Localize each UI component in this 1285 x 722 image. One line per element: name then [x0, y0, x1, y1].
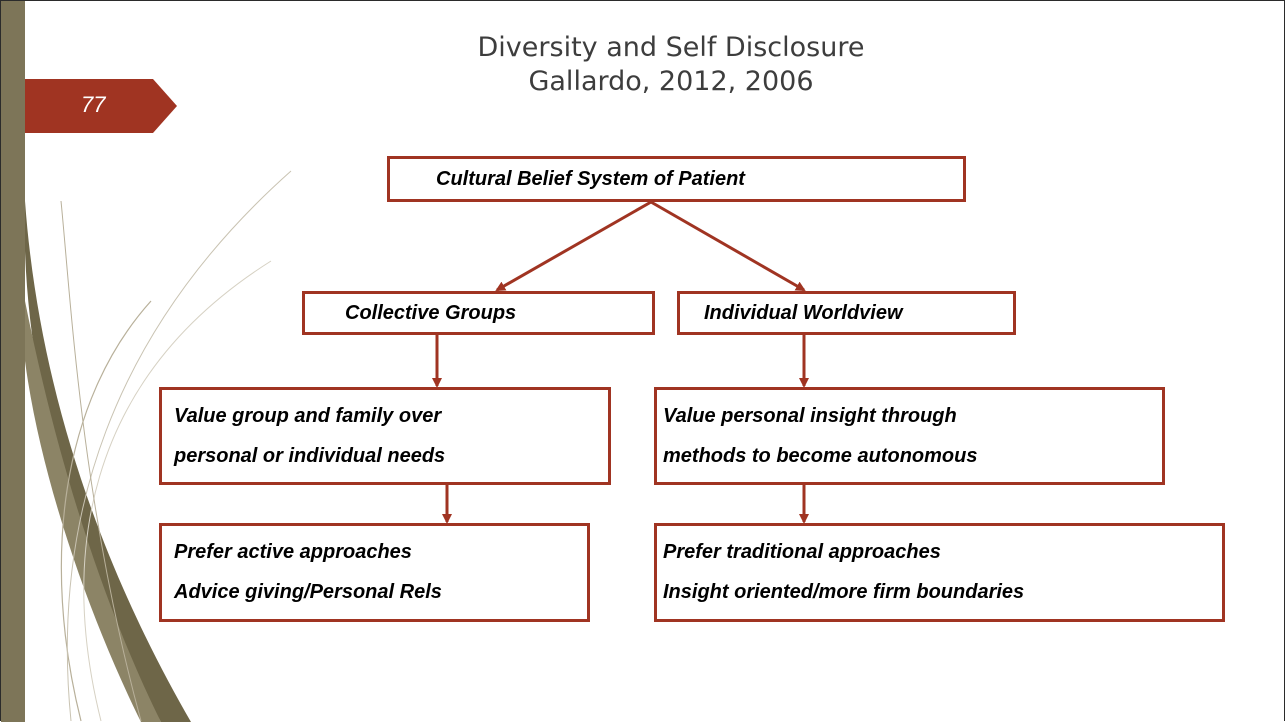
collective-values-box: Value group and family over personal or … [159, 387, 611, 485]
individual-approaches-line-1: Prefer traditional approaches [663, 541, 941, 563]
root-node-box: Cultural Belief System of Patient [387, 156, 966, 202]
collective-groups-box: Collective Groups [302, 291, 655, 335]
decorative-swooshes [25, 170, 292, 722]
individual-values-box: Value personal insight through methods t… [654, 387, 1165, 485]
individual-worldview-box: Individual Worldview [677, 291, 1016, 335]
subtitle-line: Gallardo, 2012, 2006 [528, 66, 814, 97]
slide-number: 77 [81, 92, 106, 117]
collective-values-line-1: Value group and family over [174, 405, 442, 427]
collective-values-line-2: personal or individual needs [174, 445, 446, 467]
side-bar [1, 1, 25, 722]
slide-number-tag [25, 79, 177, 133]
collective-approaches-line-1: Prefer active approaches [174, 541, 412, 563]
collective-approaches-line-2: Advice giving/Personal Rels [174, 581, 442, 603]
individual-values-line-2: methods to become autonomous [663, 445, 978, 467]
collective-groups-label: Collective Groups [345, 302, 517, 324]
individual-worldview-label: Individual Worldview [704, 302, 903, 324]
title-line: Diversity and Self Disclosure [477, 32, 865, 63]
individual-values-line-1: Value personal insight through [663, 405, 957, 427]
individual-approaches-line-2: Insight oriented/more firm boundaries [663, 581, 1025, 603]
root-node-label: Cultural Belief System of Patient [436, 168, 745, 190]
collective-approaches-box: Prefer active approaches Advice giving/P… [159, 523, 590, 622]
slide-title: Diversity and Self Disclosure Gallardo, … [401, 31, 941, 99]
individual-approaches-box: Prefer traditional approaches Insight or… [654, 523, 1225, 622]
